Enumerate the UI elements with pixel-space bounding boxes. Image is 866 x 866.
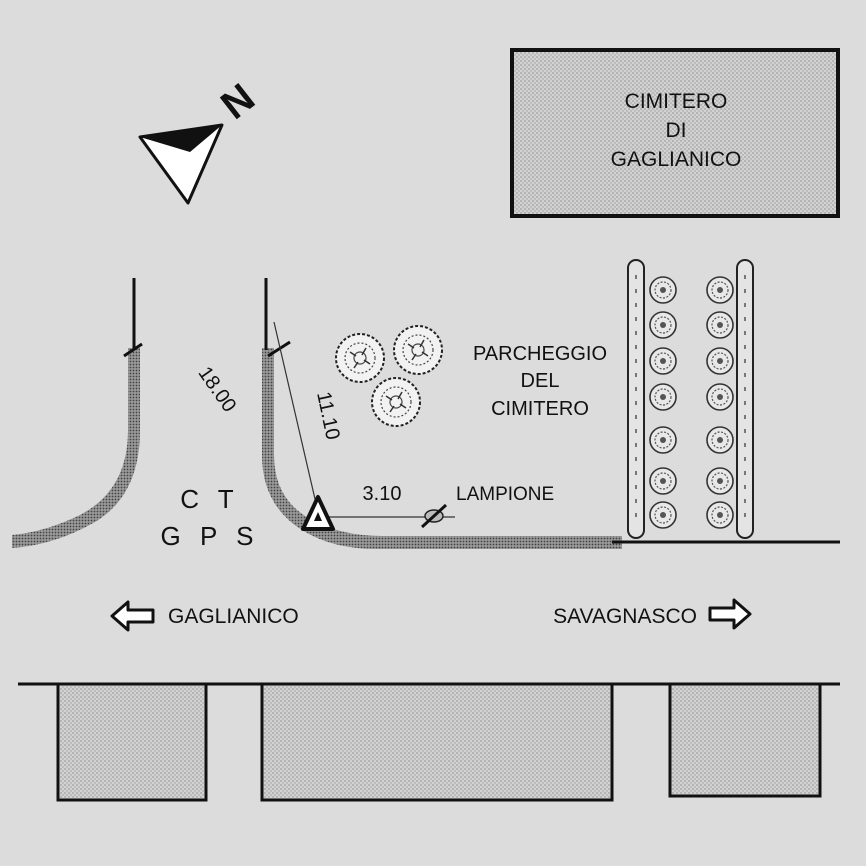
direction-left: GAGLIANICO <box>110 600 299 632</box>
direction-right: SAVAGNASCO <box>553 598 752 630</box>
tree-icon <box>371 377 421 427</box>
cemetery-label-line1: CIMITERO <box>625 90 728 113</box>
cemetery-label-line2: DI <box>666 119 687 142</box>
measure-line-diagonal <box>273 321 319 513</box>
right-curb <box>262 278 622 549</box>
left-curb <box>12 278 143 548</box>
lamp-label: LAMPIONE <box>456 484 554 505</box>
station-label-line2: G P S <box>161 521 260 551</box>
direction-left-label: GAGLIANICO <box>168 605 299 628</box>
cemetery-label-line3: GAGLIANICO <box>611 148 742 171</box>
parking-label-line3: CIMITERO <box>491 398 589 420</box>
parking-label-line1: PARCHEGGIO <box>473 343 607 365</box>
lamp-post-icon <box>420 503 448 529</box>
arrow-right-icon <box>708 598 752 630</box>
bottom-buildings <box>18 682 840 802</box>
arrow-left-icon <box>110 600 155 632</box>
tree-icon <box>335 333 385 383</box>
measurement-3: 3.10 <box>363 483 402 505</box>
gps-station-marker <box>301 495 335 531</box>
station-label-line1: C T <box>180 484 239 514</box>
building-block <box>668 682 822 798</box>
parking-label-line2: DEL <box>521 370 560 392</box>
tree-icon <box>393 325 443 375</box>
building-block <box>260 682 614 802</box>
parking-tree-rows <box>612 259 840 544</box>
building-block <box>56 682 208 802</box>
direction-right-label: SAVAGNASCO <box>553 605 697 628</box>
cemetery-block: CIMITERO DI GAGLIANICO <box>510 48 840 218</box>
